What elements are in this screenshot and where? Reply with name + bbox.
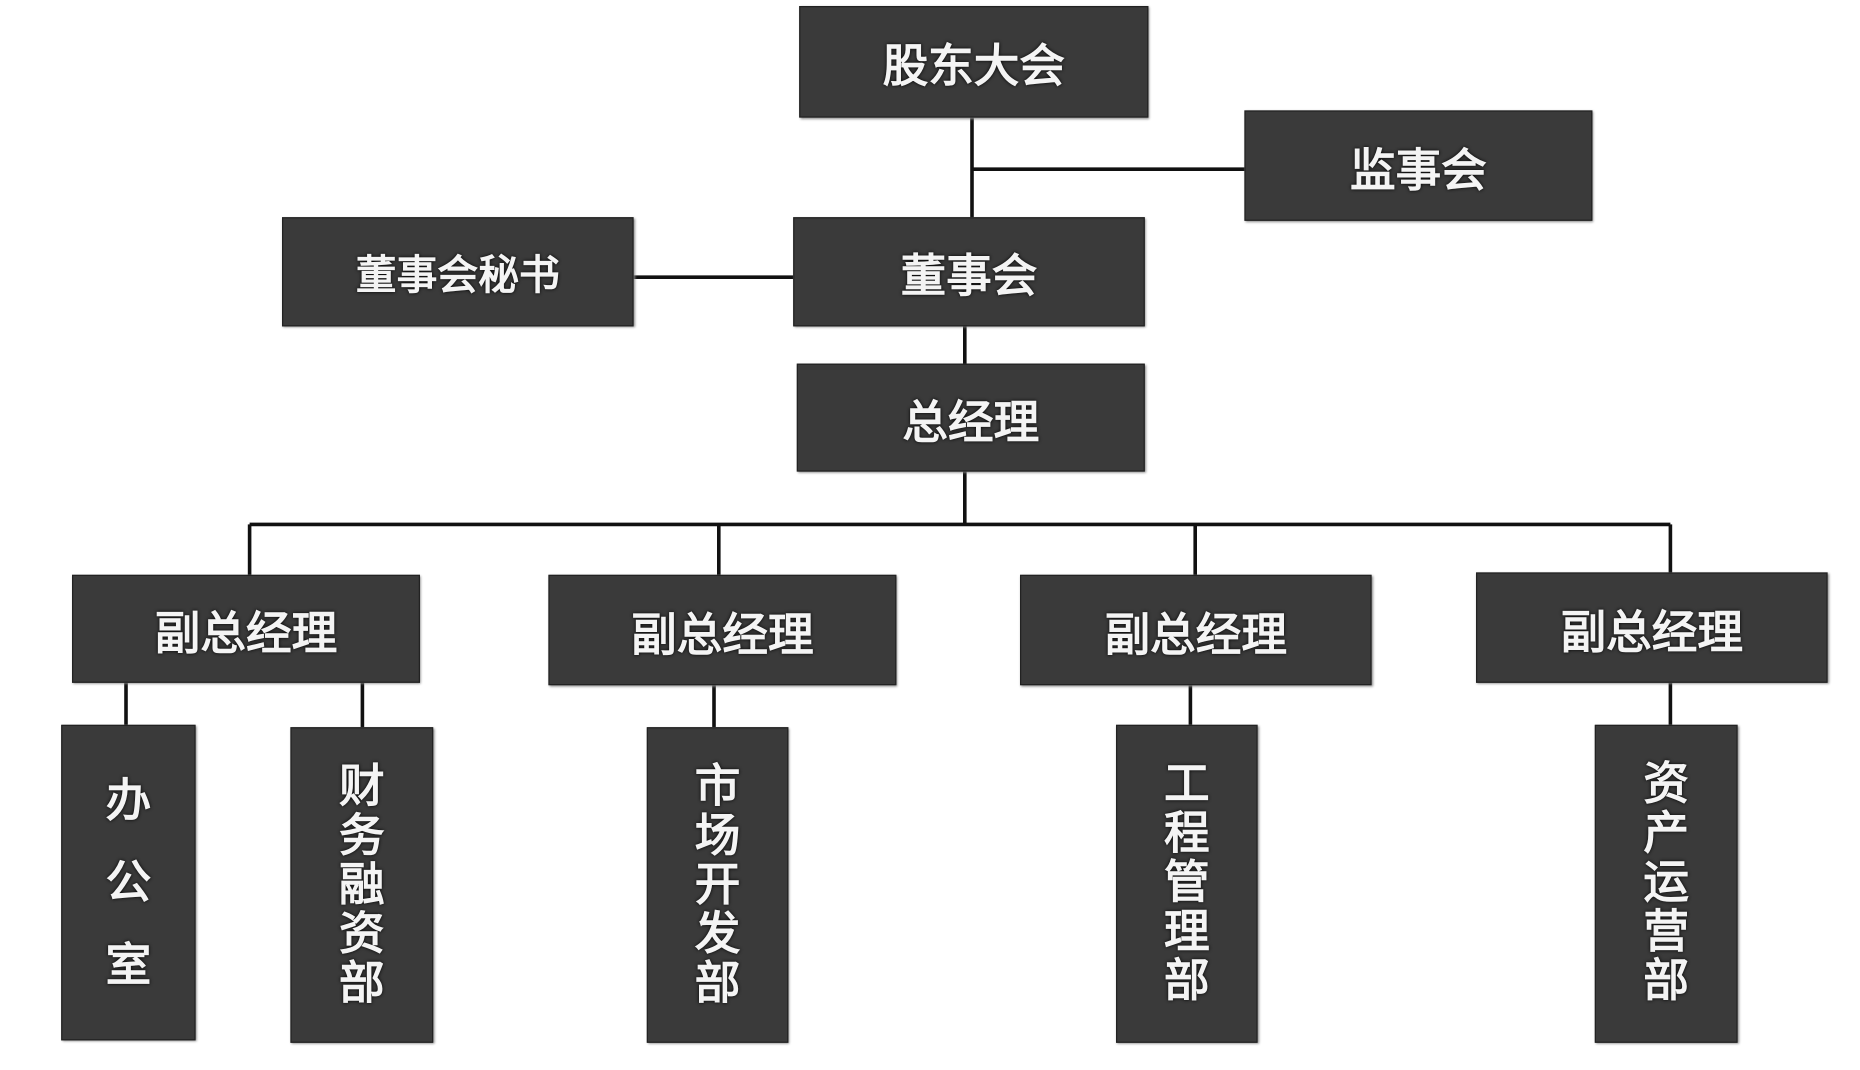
node-board: 董事会 <box>793 217 1145 327</box>
node-general-manager: 总经理 <box>796 363 1145 472</box>
dept-char: 工 <box>1163 757 1210 811</box>
node-dept-assets: 资产运营部 <box>1594 724 1738 1043</box>
dept-char: 资 <box>338 907 385 961</box>
dept-char: 部 <box>338 956 385 1010</box>
dept-char: 管 <box>1163 855 1210 909</box>
dept-char: 部 <box>694 956 741 1010</box>
dept-char: 室 <box>105 937 152 991</box>
dept-char: 部 <box>1643 954 1690 1007</box>
dept-char: 产 <box>1643 806 1690 860</box>
dept-char: 程 <box>1163 806 1210 860</box>
dept-char: 部 <box>1163 954 1210 1007</box>
node-shareholders: 股东大会 <box>799 6 1149 118</box>
dept-char: 营 <box>1643 904 1690 958</box>
node-vp: 副总经理 <box>1020 574 1372 686</box>
node-dept-finance: 财务融资部 <box>290 727 434 1043</box>
node-vp: 副总经理 <box>1476 572 1828 683</box>
dept-char: 公 <box>105 855 152 909</box>
dept-char: 运 <box>1643 855 1690 909</box>
dept-char: 务 <box>338 808 385 862</box>
node-dept-engineering: 工程管理部 <box>1116 724 1258 1043</box>
dept-char: 市 <box>694 759 741 813</box>
dept-char: 资 <box>1643 757 1690 811</box>
dept-char: 融 <box>338 858 385 911</box>
dept-char: 发 <box>694 907 741 961</box>
dept-char: 理 <box>1163 904 1210 958</box>
dept-char: 办 <box>105 773 152 827</box>
node-supervisors: 监事会 <box>1244 110 1593 221</box>
node-vp: 副总经理 <box>72 574 421 683</box>
node-vp: 副总经理 <box>548 574 897 686</box>
dept-char: 开 <box>694 858 741 911</box>
node-dept-market: 市场开发部 <box>646 727 789 1043</box>
node-board-secretary: 董事会秘书 <box>282 217 634 327</box>
dept-char: 财 <box>338 759 385 813</box>
dept-char: 场 <box>694 808 741 862</box>
node-dept-office: 办公室 <box>61 724 196 1041</box>
